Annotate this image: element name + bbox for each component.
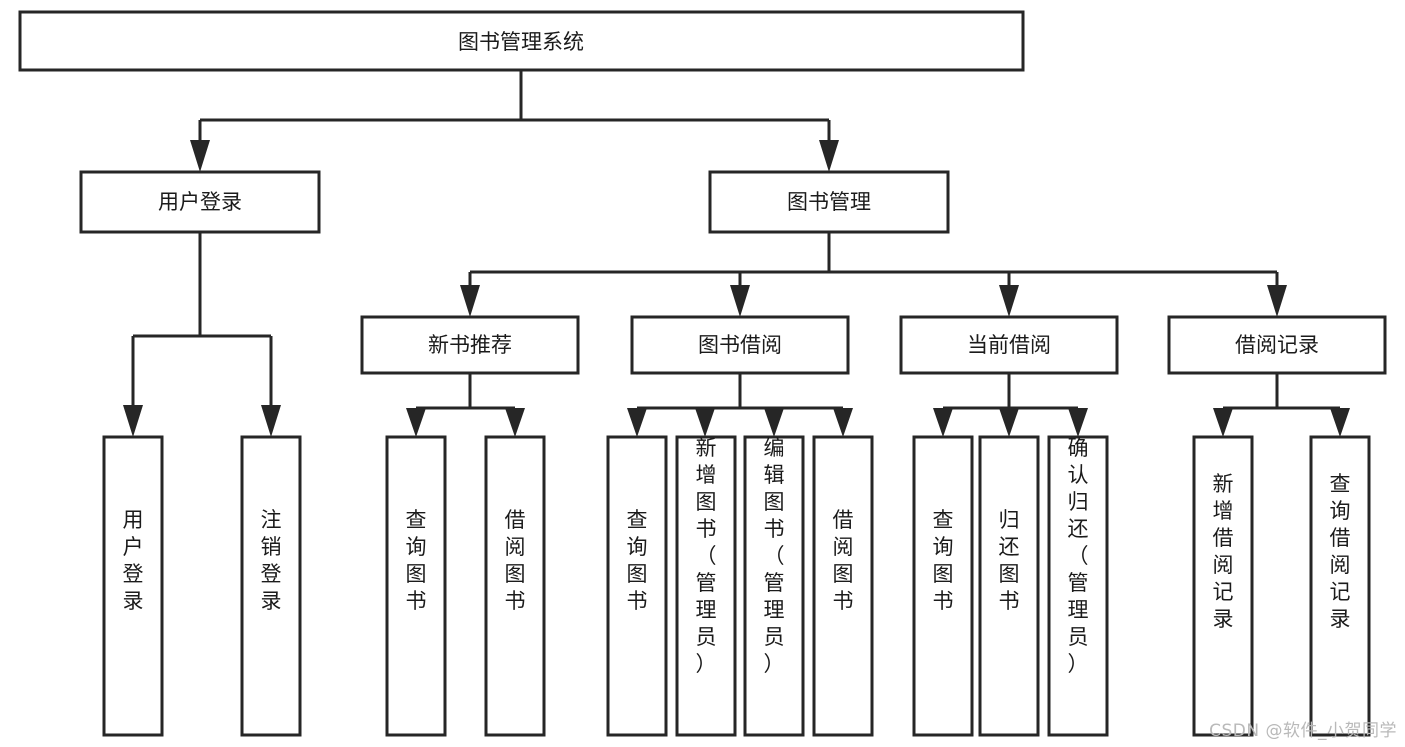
leaf-edit-book-label: 编辑图书（管理员） xyxy=(764,436,785,676)
leaf-query-book-borrow-label: 查询图书 xyxy=(627,508,648,613)
arrow-to-leaf-query-book-2 xyxy=(627,408,647,437)
leaf-confirm-return-label: 确认归还（管理员） xyxy=(1068,436,1089,676)
arrow-to-current-borrow xyxy=(999,285,1019,317)
arrow-to-borrow-record xyxy=(1267,285,1287,317)
leaf-edit-book[interactable]: 编辑图书（管理员） xyxy=(743,435,805,737)
leaf-user-login-box[interactable] xyxy=(102,435,164,737)
leaf-logout[interactable]: 注销登录 xyxy=(240,435,302,737)
leaf-query-book-borrow-box[interactable] xyxy=(606,435,668,737)
node-user-login[interactable]: 用户登录 xyxy=(79,170,321,234)
leaf-borrow-book-borrow-box[interactable] xyxy=(812,435,874,737)
leaf-query-book-borrow[interactable]: 查询图书 xyxy=(606,435,668,737)
leaf-add-record[interactable]: 新增借阅记录 xyxy=(1192,435,1254,737)
leaf-confirm-return[interactable]: 确认归还（管理员） xyxy=(1047,435,1109,737)
leaf-query-book-newbook-box[interactable] xyxy=(385,435,447,737)
leaf-query-record[interactable]: 查询借阅记录 xyxy=(1309,435,1371,737)
node-new-book-recommend[interactable]: 新书推荐 xyxy=(360,315,580,375)
arrow-to-leaf-edit-book xyxy=(764,408,784,437)
leaf-logout-label: 注销登录 xyxy=(261,508,282,613)
node-root[interactable]: 图书管理系统 xyxy=(18,10,1025,72)
leaf-user-login-label: 用户登录 xyxy=(123,508,144,613)
node-book-management-label: 图书管理 xyxy=(787,190,871,214)
arrow-to-leaf-query-book-1 xyxy=(406,408,426,437)
leaf-confirm-return-box[interactable] xyxy=(1047,435,1109,737)
arrow-to-book-borrow xyxy=(730,285,750,317)
leaf-query-book-current-label: 查询图书 xyxy=(933,508,954,613)
leaf-borrow-book-borrow-label: 借阅图书 xyxy=(833,508,854,613)
arrow-to-leaf-return-book xyxy=(999,408,1019,437)
leaf-query-record-label: 查询借阅记录 xyxy=(1330,472,1351,631)
connector-bookborrow-to-leaves xyxy=(635,373,845,412)
connector-root-to-level2 xyxy=(198,70,831,140)
leaf-borrow-book-newbook[interactable]: 借阅图书 xyxy=(484,435,546,737)
arrow-to-leaf-user-login xyxy=(123,405,143,437)
leaf-add-record-box[interactable] xyxy=(1192,435,1254,737)
leaf-add-record-label: 新增借阅记录 xyxy=(1213,472,1234,631)
node-borrow-record[interactable]: 借阅记录 xyxy=(1167,315,1387,375)
leaf-query-book-newbook[interactable]: 查询图书 xyxy=(385,435,447,737)
node-root-box[interactable] xyxy=(18,10,1025,72)
node-user-login-label: 用户登录 xyxy=(158,190,242,214)
arrow-to-leaf-borrow-book-1 xyxy=(505,408,525,437)
leaf-query-book-newbook-label: 查询图书 xyxy=(406,508,427,613)
leaf-borrow-book-newbook-label: 借阅图书 xyxy=(505,508,526,613)
arrow-to-book-mgmt xyxy=(819,140,839,172)
arrow-to-new-book-rec xyxy=(460,285,480,317)
arrow-to-user-login xyxy=(190,140,210,172)
csdn-watermark: CSDN @软件_小贺同学 xyxy=(1209,721,1397,741)
leaf-return-book-label: 归还图书 xyxy=(999,508,1020,613)
connector-layer xyxy=(123,70,1350,437)
node-root-label: 图书管理系统 xyxy=(458,30,584,54)
node-borrow-record-label: 借阅记录 xyxy=(1235,333,1319,357)
arrow-to-leaf-query-record xyxy=(1330,408,1350,437)
leaf-query-book-current-box[interactable] xyxy=(912,435,974,737)
leaf-add-book-box[interactable] xyxy=(675,435,737,737)
leaf-borrow-book-borrow[interactable]: 借阅图书 xyxy=(812,435,874,737)
arrow-to-leaf-borrow-book-2 xyxy=(833,408,853,437)
node-book-borrow[interactable]: 图书借阅 xyxy=(630,315,850,375)
node-book-borrow-label: 图书借阅 xyxy=(698,333,782,357)
node-current-borrow[interactable]: 当前借阅 xyxy=(899,315,1119,375)
node-current-borrow-label: 当前借阅 xyxy=(967,333,1051,357)
connector-borrowrecord-to-leaves xyxy=(1221,373,1342,412)
node-book-management-box[interactable] xyxy=(708,170,950,234)
leaf-logout-box[interactable] xyxy=(240,435,302,737)
node-new-book-recommend-label: 新书推荐 xyxy=(428,333,512,357)
leaf-user-login[interactable]: 用户登录 xyxy=(102,435,164,737)
node-user-login-box[interactable] xyxy=(79,170,321,234)
node-book-management[interactable]: 图书管理 xyxy=(708,170,950,234)
node-current-borrow-box[interactable] xyxy=(899,315,1119,375)
leaf-edit-book-box[interactable] xyxy=(743,435,805,737)
arrow-to-leaf-add-book xyxy=(695,408,715,437)
leaf-query-book-current[interactable]: 查询图书 xyxy=(912,435,974,737)
connector-currentborrow-to-leaves xyxy=(941,373,1080,412)
leaf-add-book-label: 新增图书（管理员） xyxy=(696,436,717,676)
leaf-return-book[interactable]: 归还图书 xyxy=(978,435,1040,737)
node-borrow-record-box[interactable] xyxy=(1167,315,1387,375)
connector-bookmgmt-to-level3 xyxy=(468,232,1279,288)
leaf-add-book[interactable]: 新增图书（管理员） xyxy=(675,435,737,737)
leaf-return-book-box[interactable] xyxy=(978,435,1040,737)
arrow-to-leaf-logout xyxy=(261,405,281,437)
arrow-to-leaf-query-book-3 xyxy=(933,408,953,437)
node-new-book-recommend-box[interactable] xyxy=(360,315,580,375)
arrow-to-leaf-add-record xyxy=(1213,408,1233,437)
arrow-to-leaf-confirm-return xyxy=(1068,408,1088,437)
leaf-borrow-book-newbook-box[interactable] xyxy=(484,435,546,737)
node-book-borrow-box[interactable] xyxy=(630,315,850,375)
leaf-query-record-box[interactable] xyxy=(1309,435,1371,737)
connector-newbook-to-leaves xyxy=(414,373,517,412)
connector-userlogin-to-leaves xyxy=(131,232,273,405)
